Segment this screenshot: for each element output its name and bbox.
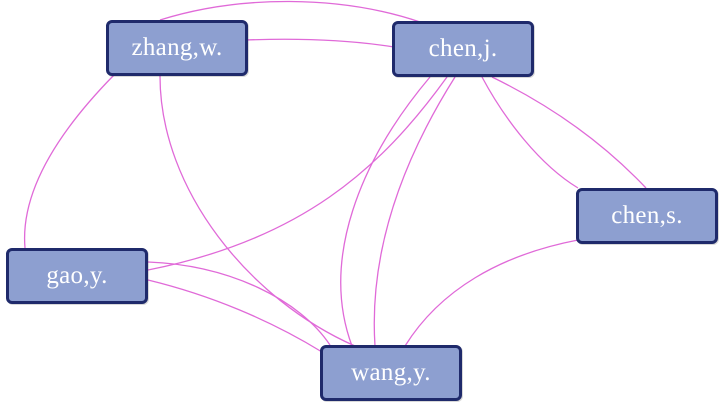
edge-zhang-gao xyxy=(23,74,115,249)
node-label: zhang,w. xyxy=(131,34,223,61)
edge-chen-s-wang xyxy=(404,239,579,347)
edge-chen-j-wang-b xyxy=(373,76,456,347)
node-label: gao,y. xyxy=(46,262,108,289)
node-gao-y[interactable]: gao,y. xyxy=(6,248,148,304)
edge-zhang-chen-j xyxy=(245,38,395,48)
edge-chen-j-chen-s-b xyxy=(491,76,647,189)
node-label: wang,y. xyxy=(351,359,431,386)
edge-gao-wang-a xyxy=(147,261,331,346)
edge-zhang-chen-j-arc xyxy=(159,0,421,23)
edge-chen-j-chen-s-a xyxy=(481,76,579,189)
node-zhang-w[interactable]: zhang,w. xyxy=(106,20,248,76)
node-wang-y[interactable]: wang,y. xyxy=(320,345,462,401)
edge-chen-j-gao xyxy=(147,76,448,271)
node-label: chen,j. xyxy=(428,35,498,62)
edge-chen-j-wang-a xyxy=(340,76,431,347)
node-label: chen,s. xyxy=(611,202,683,229)
node-chen-s[interactable]: chen,s. xyxy=(576,188,718,244)
node-chen-j[interactable]: chen,j. xyxy=(392,21,534,77)
edge-gao-wang-b xyxy=(147,279,323,353)
edge-zhang-wang xyxy=(159,75,356,347)
